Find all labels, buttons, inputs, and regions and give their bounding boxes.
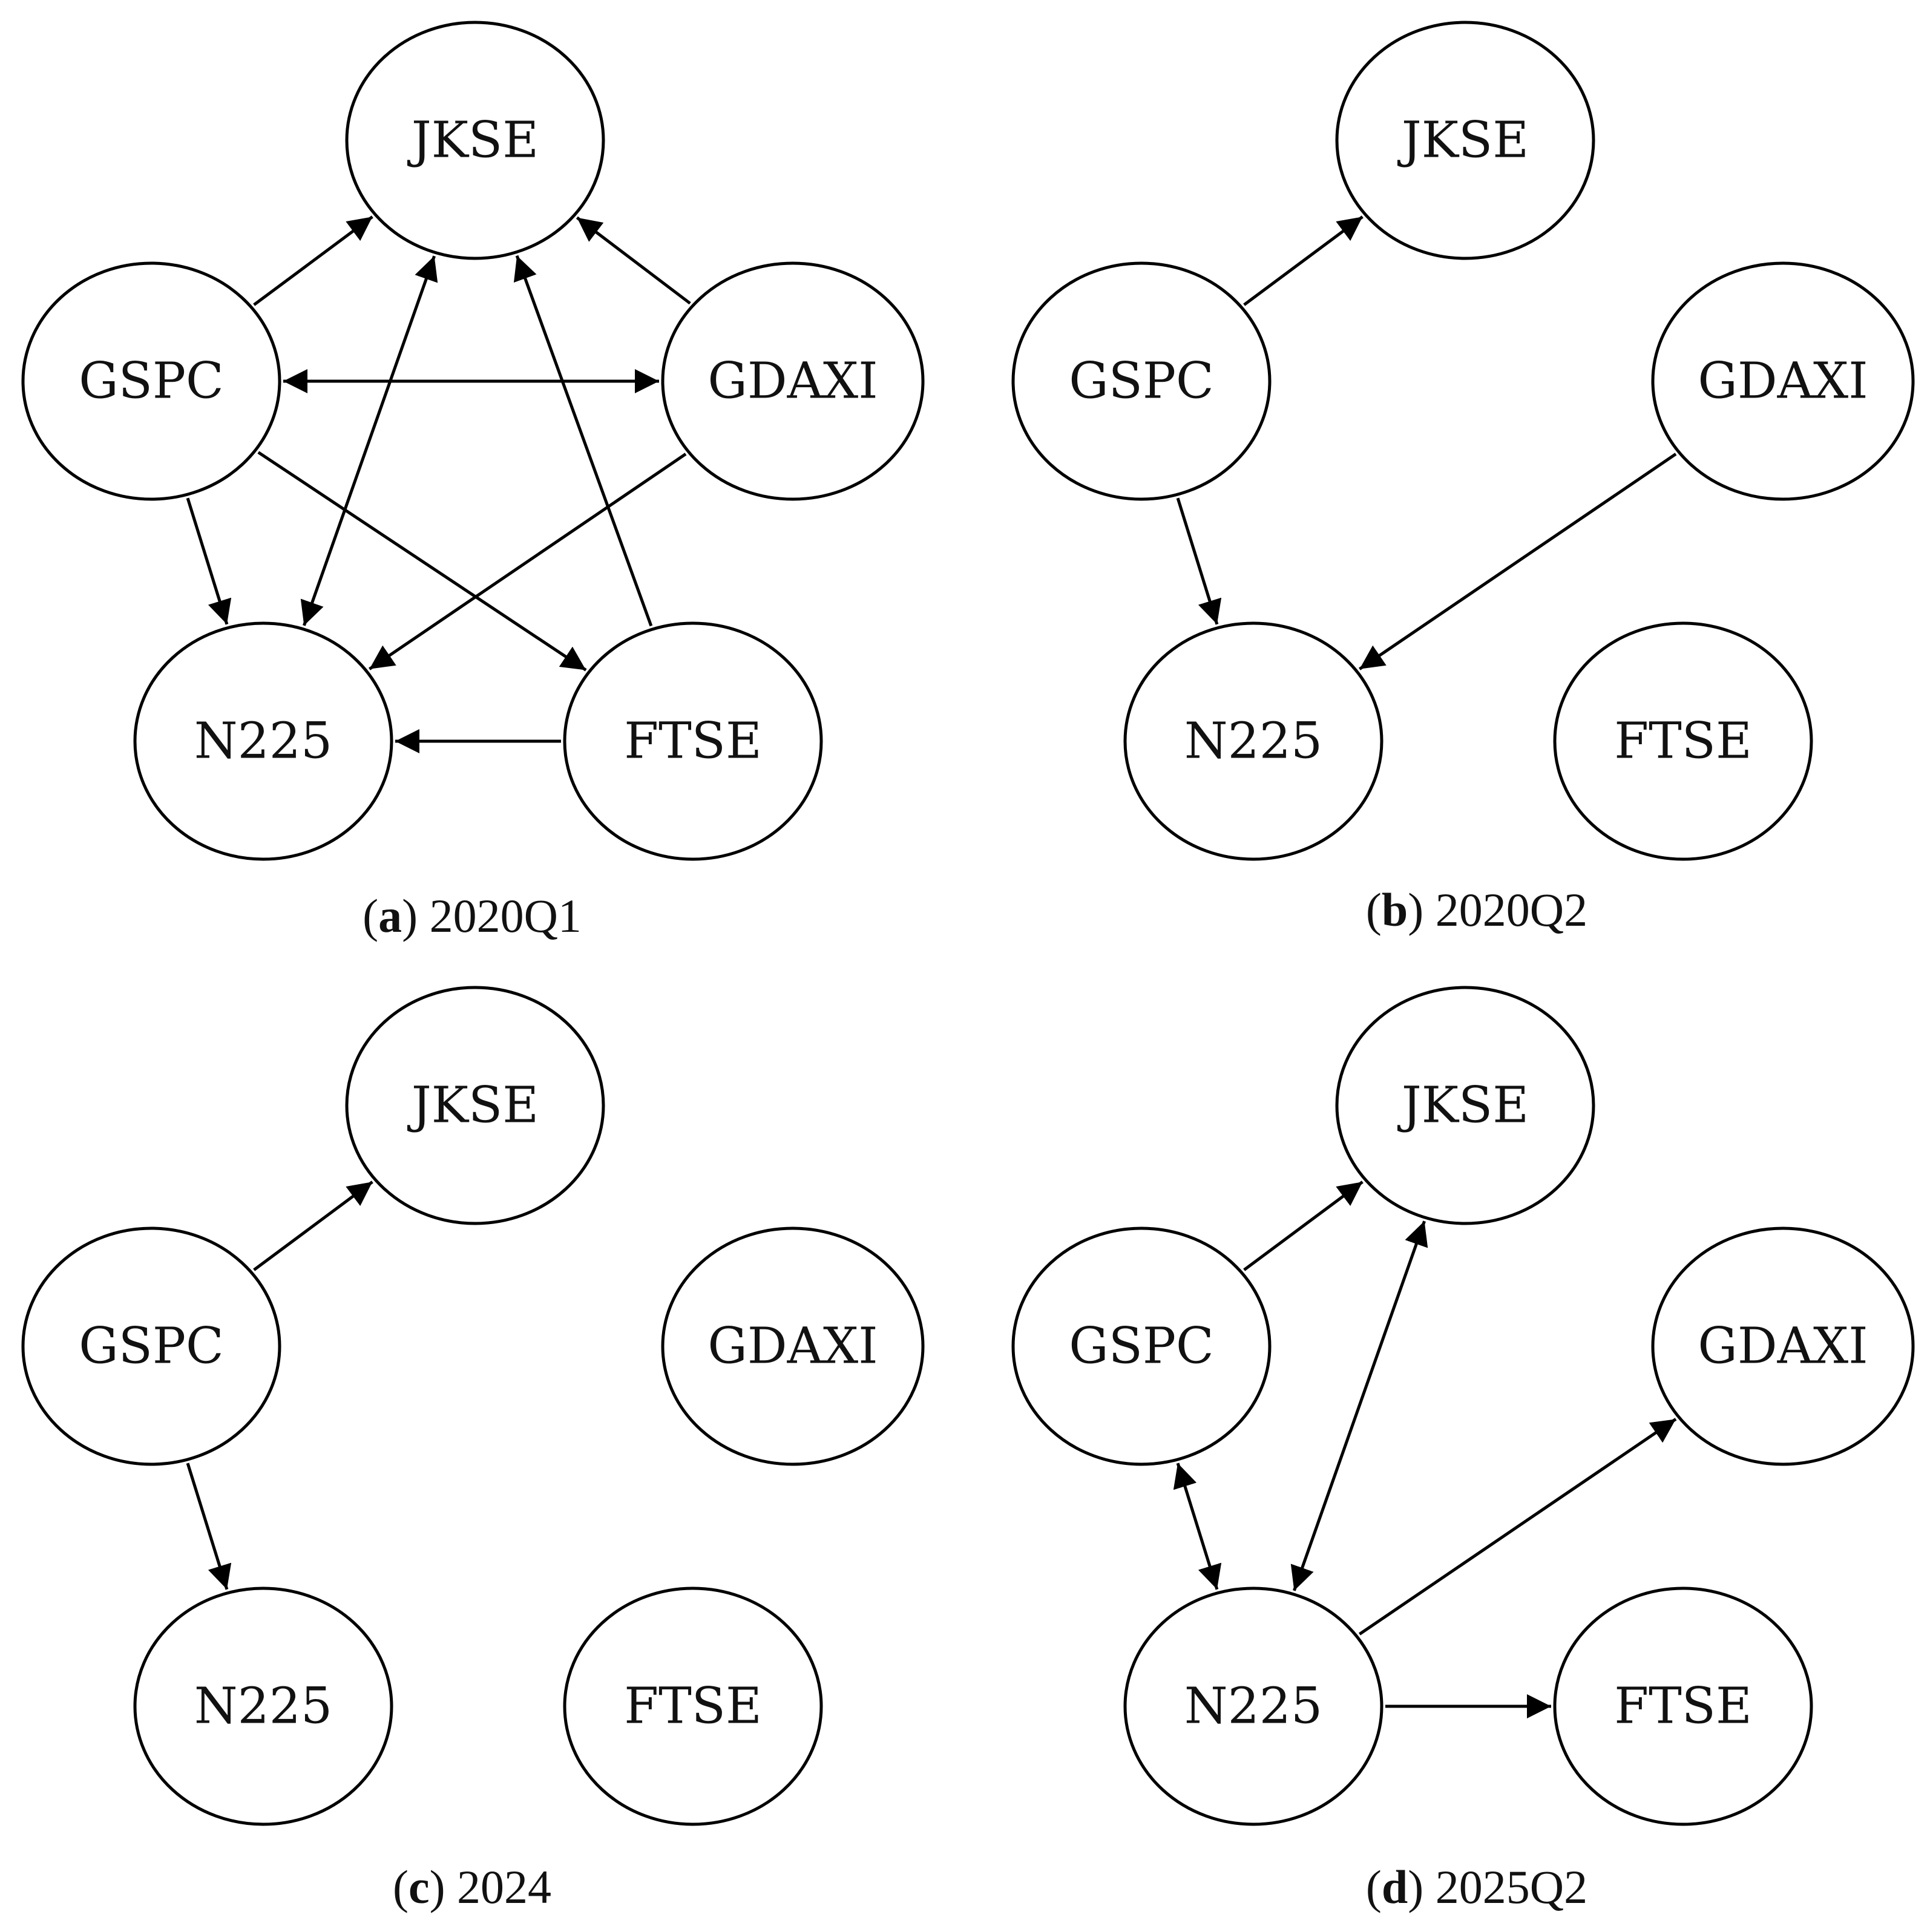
panel-b: JKSE GSPC GDAXI N225 FTSE (1011, 21, 1915, 861)
panel-c: JKSE GSPC GDAXI N225 FTSE (21, 986, 925, 1826)
node-ellipse (21, 261, 281, 501)
caption-label: 2024 (457, 1861, 551, 1913)
node-ftse: FTSE (563, 1587, 823, 1826)
node-label: GSPC (1069, 353, 1214, 410)
node-ellipse (1651, 261, 1915, 501)
node-gdaxi: GDAXI (661, 261, 925, 501)
node-label: FTSE (1614, 713, 1752, 770)
node-ellipse (345, 986, 605, 1225)
node-label: JKSE (1397, 112, 1529, 169)
node-ellipse (1011, 261, 1272, 501)
node-ellipse (661, 1226, 925, 1466)
edge-n225-jkse (1290, 1220, 1428, 1591)
edge-gdaxi-n225 (369, 453, 687, 670)
node-ellipse (1011, 1226, 1272, 1466)
edge-gspc-jkse (1243, 215, 1364, 306)
node-ellipse (133, 1587, 393, 1826)
node-ellipse (563, 1587, 823, 1826)
node-jkse: JKSE (345, 986, 605, 1225)
caption-label: 2020Q1 (430, 889, 582, 942)
edge-gspc-ftse (257, 451, 587, 672)
node-label: GDAXI (707, 353, 878, 410)
node-ellipse (1123, 621, 1383, 861)
node-label: JKSE (1397, 1077, 1529, 1135)
edge-gspc-n225 (1173, 1462, 1222, 1590)
node-jkse: JKSE (1335, 986, 1595, 1225)
node-ellipse (1651, 1226, 1915, 1466)
node-gspc: GSPC (21, 1226, 281, 1466)
node-ellipse (661, 261, 925, 501)
node-label: GSPC (1069, 1318, 1214, 1375)
panel-caption: (a) 2020Q1 (363, 889, 582, 942)
node-gspc: GSPC (1011, 261, 1272, 501)
panel-d: JKSE GSPC GDAXI N225 FTSE (1011, 986, 1915, 1826)
edge-n225-jkse (300, 255, 438, 626)
node-n225: N225 (133, 621, 393, 861)
panel-a: JKSE GSPC GDAXI N225 FTSE (21, 21, 925, 861)
node-label: FTSE (624, 713, 762, 770)
node-label: GSPC (79, 1318, 224, 1375)
edge-gspc-jkse (1243, 1180, 1364, 1271)
edge-gspc-n225 (186, 1462, 232, 1590)
edge-gspc-jkse (253, 1180, 373, 1271)
node-gdaxi: GDAXI (1651, 261, 1915, 501)
node-label: N225 (1184, 1678, 1322, 1735)
node-n225: N225 (1123, 621, 1383, 861)
node-ellipse (133, 621, 393, 861)
caption-label: 2025Q2 (1436, 1861, 1587, 1913)
edge-gspc-n225 (1176, 497, 1222, 625)
node-ellipse (21, 1226, 281, 1466)
panel-caption: (c) 2024 (393, 1861, 551, 1913)
edge-n225-gdaxi (1359, 1418, 1677, 1636)
node-label: GDAXI (707, 1318, 878, 1375)
node-label: GDAXI (1698, 353, 1868, 410)
node-label: N225 (1184, 713, 1322, 770)
node-jkse: JKSE (345, 21, 605, 260)
node-label: FTSE (624, 1678, 762, 1735)
panel-caption: (d) 2025Q2 (1366, 1861, 1587, 1913)
node-n225: N225 (133, 1587, 393, 1826)
node-label: GSPC (79, 353, 224, 410)
caption-letter: c (409, 1861, 430, 1913)
node-label: N225 (194, 713, 332, 770)
node-ellipse (345, 21, 605, 260)
node-jkse: JKSE (1335, 21, 1595, 260)
caption-letter: d (1382, 1861, 1408, 1913)
edge-gdaxi-jkse (576, 216, 691, 305)
node-gspc: GSPC (1011, 1226, 1272, 1466)
node-ellipse (1553, 621, 1813, 861)
edge-ftse-jkse (513, 255, 653, 627)
node-ellipse (1553, 1587, 1813, 1826)
node-label: FTSE (1614, 1678, 1752, 1735)
node-ftse: FTSE (1553, 1587, 1813, 1826)
panel-caption: (b) 2020Q2 (1366, 883, 1587, 936)
node-ftse: FTSE (563, 621, 823, 861)
node-n225: N225 (1123, 1587, 1383, 1826)
node-gspc: GSPC (21, 261, 281, 501)
node-ellipse (563, 621, 823, 861)
node-gdaxi: GDAXI (1651, 1226, 1915, 1466)
caption-label: 2020Q2 (1436, 883, 1587, 936)
node-label: JKSE (407, 112, 539, 169)
node-ellipse (1335, 21, 1595, 260)
node-label: JKSE (407, 1077, 539, 1135)
node-gdaxi: GDAXI (661, 1226, 925, 1466)
node-ellipse (1335, 986, 1595, 1225)
edge-gspc-n225 (186, 497, 232, 625)
node-label: N225 (194, 1678, 332, 1735)
node-ellipse (1123, 1587, 1383, 1826)
caption-letter: a (378, 889, 402, 942)
caption-letter: b (1382, 883, 1408, 936)
edge-gspc-jkse (253, 215, 373, 306)
edge-gdaxi-n225 (1359, 453, 1677, 670)
node-ftse: FTSE (1553, 621, 1813, 861)
node-label: GDAXI (1698, 1318, 1868, 1375)
